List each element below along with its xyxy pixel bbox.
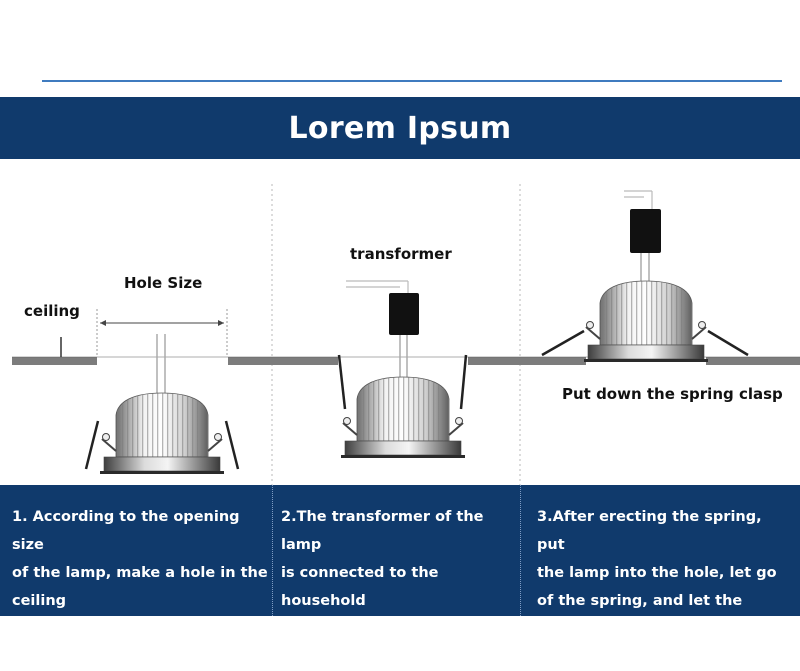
step-2-line-1: 2.The transformer of the lamp (281, 509, 484, 553)
steps-caption-bar: 1. According to the opening size of the … (0, 485, 800, 665)
step-3-line-2: the lamp into the hole, let go (537, 565, 777, 581)
step-3-line-1: 3.After erecting the spring, put (537, 509, 762, 553)
step-3-line-4: catch the ceiling (537, 649, 673, 665)
hole-size-label: Hole Size (124, 274, 203, 292)
step-2-line-2: is connected to the household (281, 565, 439, 609)
ceiling-label: ceiling (24, 302, 80, 320)
step-2-line-3: circuit (281, 621, 333, 637)
page-title: Lorem Ipsum (288, 110, 512, 146)
step-3-line-3: of the spring, and let the spring (537, 593, 743, 637)
transformer-label: transformer (350, 245, 452, 263)
step-1-line-3: ceiling (12, 593, 67, 609)
step-1-line-2: of the lamp, make a hole in the (12, 565, 268, 581)
step-3-caption: 3.After erecting the spring, put the lam… (520, 485, 800, 665)
installation-diagram: ceiling Hole Size transformer Put down t… (0, 159, 800, 485)
spring-clasp-label: Put down the spring clasp (562, 385, 783, 403)
title-banner: Lorem Ipsum (0, 97, 800, 159)
step-1-caption: 1. According to the opening size of the … (0, 485, 272, 616)
step-1-line-1: 1. According to the opening size (12, 509, 240, 553)
top-divider-line (42, 80, 782, 82)
step-2-caption: 2.The transformer of the lamp is connect… (272, 485, 520, 637)
